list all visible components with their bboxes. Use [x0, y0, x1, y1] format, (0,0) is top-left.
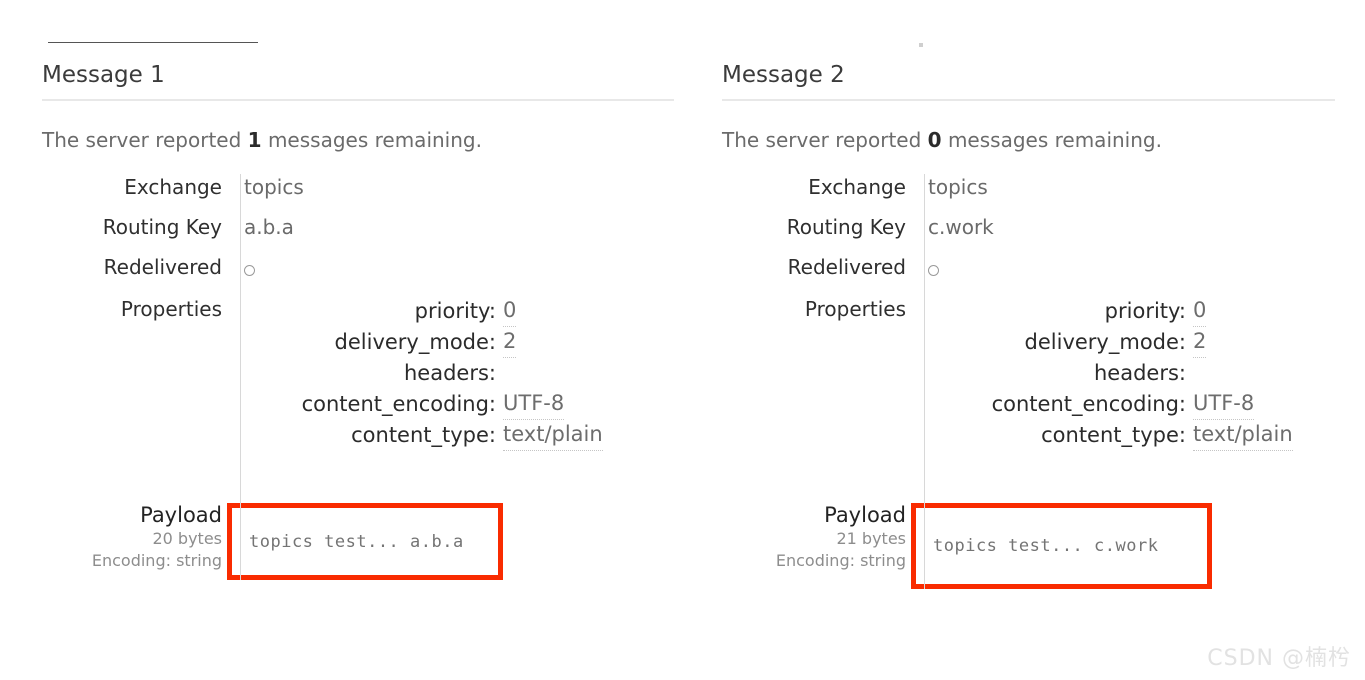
- field-row-redelivered: Redelivered: [722, 254, 1335, 282]
- property-value-content-type: text/plain: [503, 420, 603, 451]
- property-key-priority: priority:: [1104, 299, 1186, 323]
- payload-size-1: 20 bytes: [152, 529, 222, 549]
- property-key-delivery-mode: delivery_mode:: [1024, 330, 1186, 354]
- field-row-exchange: Exchange topics: [42, 174, 674, 200]
- property-value-delivery-mode: 2: [1193, 327, 1207, 358]
- payload-highlight-box-1: topics test... a.b.a: [227, 503, 503, 580]
- csdn-watermark: CSDN @楠枍: [1207, 646, 1351, 671]
- property-key-headers: headers:: [1094, 361, 1186, 385]
- message-2-title: Message 2: [722, 60, 1335, 101]
- payload-title-1: Payload: [140, 503, 222, 527]
- field-label-redelivered: Redelivered: [787, 255, 906, 279]
- field-row-routing-key: Routing Key c.work: [722, 214, 1335, 240]
- payload-row-1: Payload 20 bytes Encoding: string topics…: [42, 503, 674, 580]
- payload-highlight-box-2: topics test... c.work: [911, 503, 1212, 589]
- property-value-priority: 0: [503, 296, 517, 327]
- server-note-count: 1: [247, 128, 262, 152]
- payload-title-2: Payload: [824, 503, 906, 527]
- field-row-routing-key: Routing Key a.b.a: [42, 214, 674, 240]
- field-label-routing-key: Routing Key: [102, 215, 222, 239]
- property-row-headers: headers:: [244, 358, 674, 389]
- message-panel-2: Message 2 The server reported 0 messages…: [722, 60, 1335, 589]
- field-row-exchange: Exchange topics: [722, 174, 1335, 200]
- field-label-exchange: Exchange: [808, 175, 906, 199]
- circle-false-icon: [244, 265, 255, 276]
- message-panel-1: Message 1 The server reported 1 messages…: [42, 60, 674, 580]
- message-1-field-table: Exchange topics Routing Key a.b.a Redeli…: [42, 174, 674, 580]
- field-label-redelivered: Redelivered: [103, 255, 222, 279]
- field-table-divider: [240, 174, 241, 580]
- payload-text-1: topics test... a.b.a: [249, 531, 464, 552]
- payload-row-2: Payload 21 bytes Encoding: string topics…: [722, 503, 1335, 589]
- property-key-content-encoding: content_encoding:: [991, 392, 1186, 416]
- server-note-suffix: messages remaining.: [267, 128, 482, 152]
- top-divider-rule: [48, 42, 258, 43]
- field-value-routing-key: c.work: [928, 215, 994, 239]
- field-value-exchange: topics: [928, 175, 988, 199]
- property-row-priority: priority: 0: [244, 296, 674, 327]
- property-key-content-type: content_type:: [1041, 423, 1186, 447]
- property-row-headers: headers:: [928, 358, 1335, 389]
- field-label-properties: Properties: [120, 297, 222, 321]
- server-note-prefix: The server reported: [42, 128, 242, 152]
- payload-encoding-1: Encoding: string: [91, 550, 222, 570]
- property-value-content-encoding: UTF-8: [1193, 389, 1255, 420]
- property-value-content-encoding: UTF-8: [503, 389, 565, 420]
- field-row-properties: Properties priority: 0 delivery_mode: 2 …: [722, 296, 1335, 451]
- property-value-priority: 0: [1193, 296, 1207, 327]
- property-row-content-encoding: content_encoding: UTF-8: [928, 389, 1335, 420]
- stray-dot-artifact: [919, 43, 923, 47]
- property-row-content-type: content_type: text/plain: [244, 420, 674, 451]
- property-key-delivery-mode: delivery_mode:: [334, 330, 496, 354]
- property-row-content-type: content_type: text/plain: [928, 420, 1335, 451]
- field-row-properties: Properties priority: 0 delivery_mode: 2 …: [42, 296, 674, 451]
- properties-list-1: priority: 0 delivery_mode: 2 headers: co…: [222, 296, 674, 451]
- server-note-count: 0: [927, 128, 942, 152]
- property-key-content-type: content_type:: [351, 423, 496, 447]
- property-key-priority: priority:: [414, 299, 496, 323]
- payload-text-2: topics test... c.work: [933, 536, 1159, 556]
- field-label-exchange: Exchange: [124, 175, 222, 199]
- payload-label-2: Payload 21 bytes Encoding: string: [722, 503, 906, 570]
- property-key-headers: headers:: [404, 361, 496, 385]
- field-label-properties: Properties: [804, 297, 906, 321]
- property-row-content-encoding: content_encoding: UTF-8: [244, 389, 674, 420]
- circle-false-icon: [928, 265, 939, 276]
- message-1-title: Message 1: [42, 60, 674, 101]
- server-note-prefix: The server reported: [722, 128, 922, 152]
- payload-size-2: 21 bytes: [836, 529, 906, 549]
- field-value-exchange: topics: [244, 175, 304, 199]
- property-row-delivery-mode: delivery_mode: 2: [928, 327, 1335, 358]
- server-note-suffix: messages remaining.: [947, 128, 1162, 152]
- message-1-server-note: The server reported 1 messages remaining…: [42, 128, 674, 152]
- field-row-redelivered: Redelivered: [42, 254, 674, 282]
- payload-box-wrap-1: topics test... a.b.a: [222, 503, 503, 580]
- field-value-routing-key: a.b.a: [244, 215, 294, 239]
- payload-box-wrap-2: topics test... c.work: [906, 503, 1212, 589]
- payload-encoding-2: Encoding: string: [775, 550, 906, 570]
- field-label-routing-key: Routing Key: [786, 215, 906, 239]
- property-value-delivery-mode: 2: [503, 327, 517, 358]
- property-row-priority: priority: 0: [928, 296, 1335, 327]
- field-table-divider: [924, 174, 925, 589]
- property-row-delivery-mode: delivery_mode: 2: [244, 327, 674, 358]
- message-2-server-note: The server reported 0 messages remaining…: [722, 128, 1335, 152]
- payload-label-1: Payload 20 bytes Encoding: string: [42, 503, 222, 570]
- field-value-redelivered: [906, 254, 939, 282]
- property-value-content-type: text/plain: [1193, 420, 1293, 451]
- property-key-content-encoding: content_encoding:: [301, 392, 496, 416]
- field-value-redelivered: [222, 254, 255, 282]
- properties-list-2: priority: 0 delivery_mode: 2 headers: co…: [906, 296, 1335, 451]
- message-2-field-table: Exchange topics Routing Key c.work Redel…: [722, 174, 1335, 589]
